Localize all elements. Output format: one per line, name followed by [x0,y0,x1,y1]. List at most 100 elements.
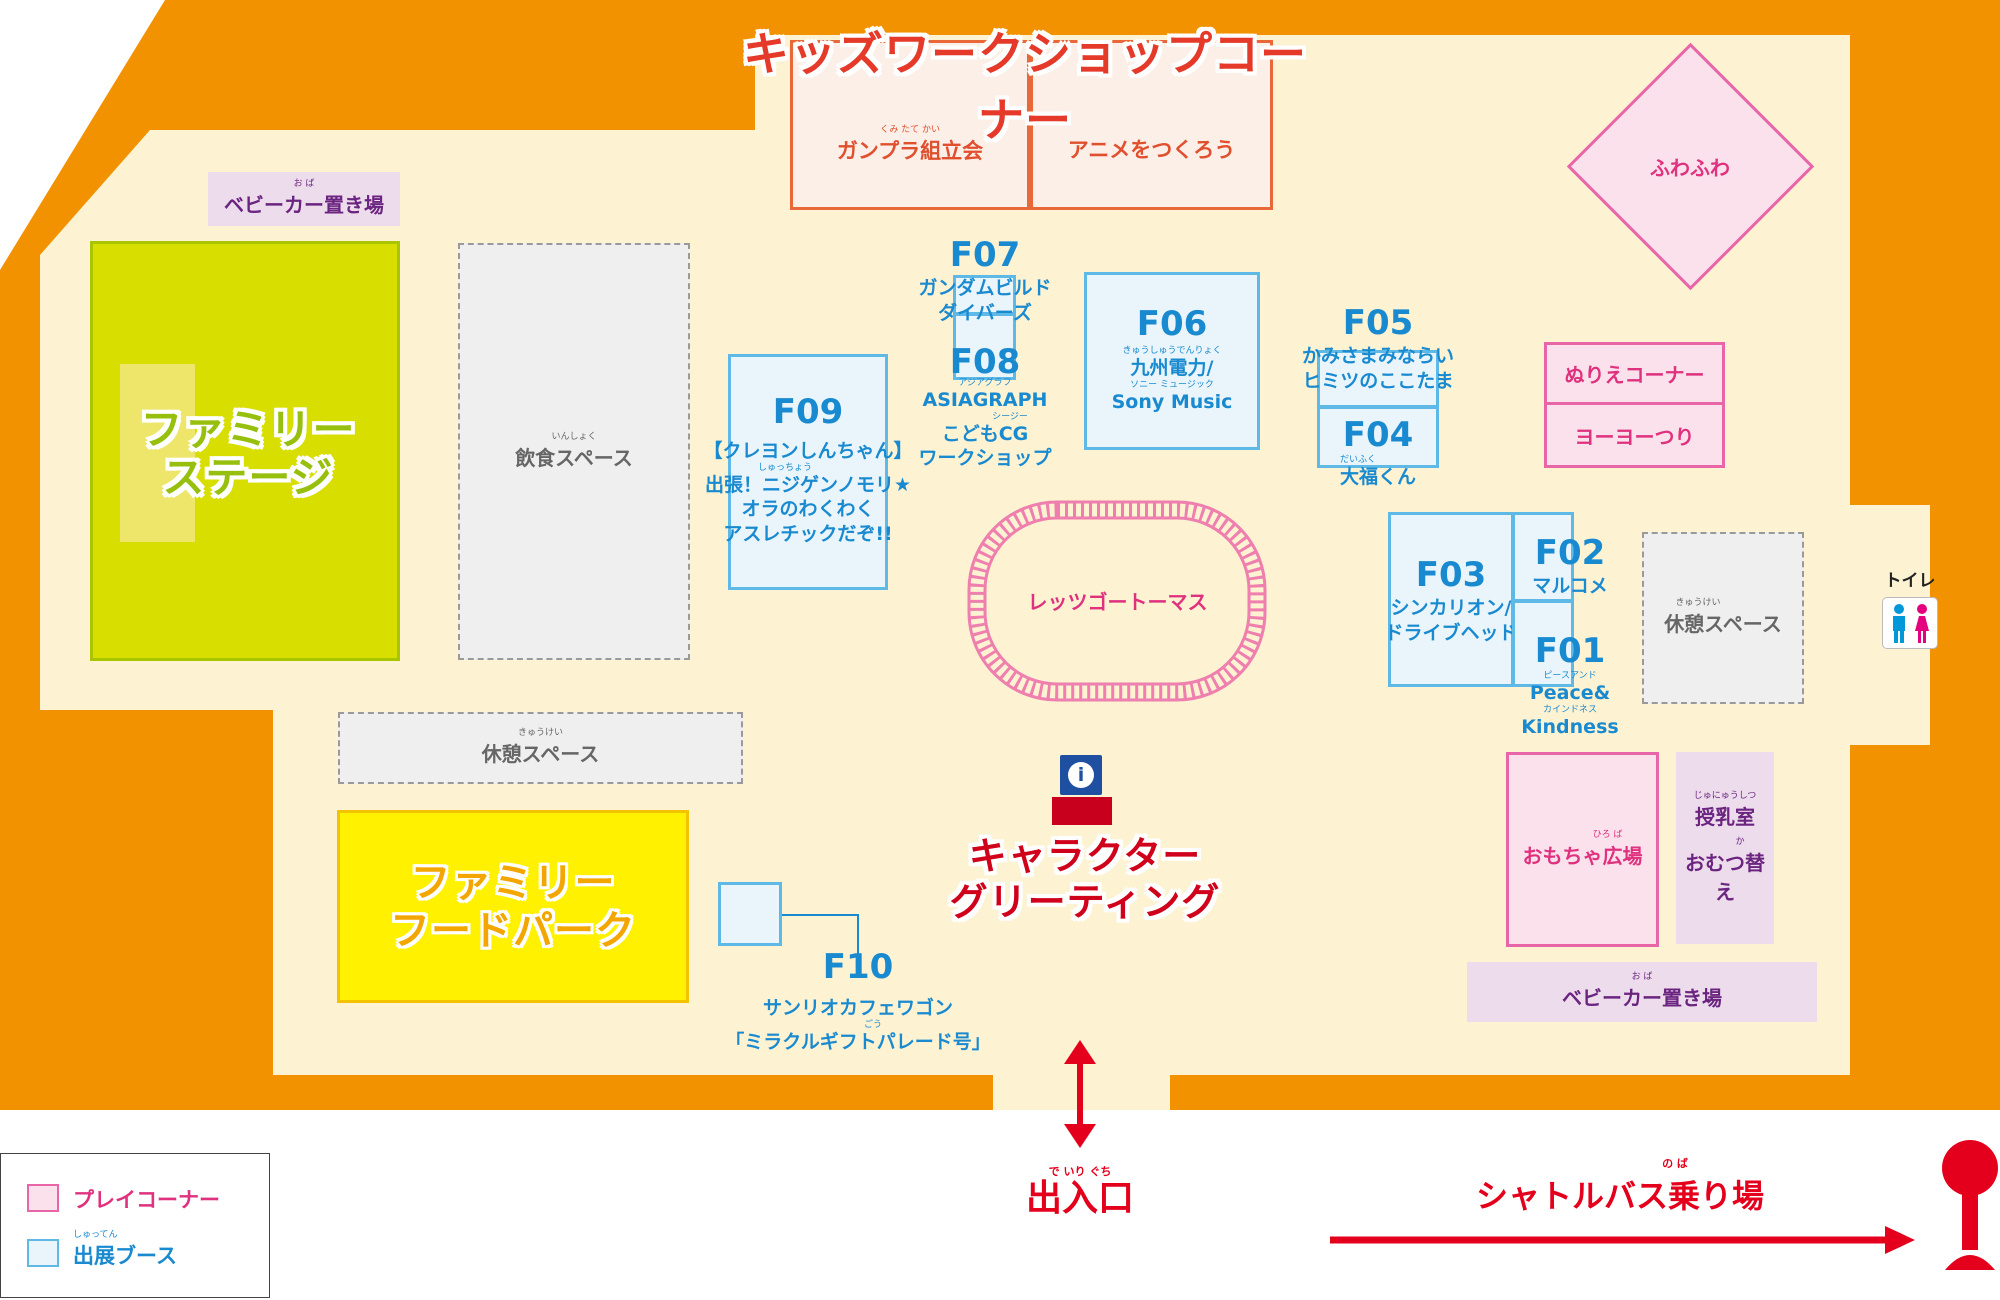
booth-f03-line1: シンカリオン/ [1390,597,1512,619]
booth-f01-text: F01 ピースアンド Peace& カインドネス Kindness [1480,634,1660,739]
booth-f09-ruby: しゅっちょう [758,462,813,473]
booth-f01-line1: Peace& [1529,682,1611,704]
booth-f02-line1: マルコメ [1532,575,1608,597]
booth-f01-line2: Kindness [1521,715,1619,738]
booth-f10-id: F10 [822,947,894,987]
booth-f10-line1: サンリオカフェワゴン [762,997,953,1019]
rest-left-ruby: きゅうけい [517,728,563,738]
info-icon[interactable]: i [1060,755,1102,795]
nurie-corner[interactable]: ぬりえコーナー [1544,342,1725,405]
booth-f05-line2: ヒミツのここたま [1302,369,1454,392]
baby-car-area-bottom[interactable]: お ば ベビーカー置き場 [1467,962,1817,1022]
baby-bottom-ruby: お ば [1631,972,1653,982]
omocha-label: おもちゃ広場 [1522,843,1643,868]
booth-f05-text: F05 かみさまみならい ヒミツのここたま [1268,306,1488,393]
booth-f08-line3: ワークショップ [918,447,1052,470]
rest-space-left[interactable]: きゅうけい 休憩スペース [338,712,743,784]
shuttle-text: シャトルバス乗り場 [1475,1177,1764,1215]
workshop-gunpla-ruby: くみ たて かい [879,124,941,135]
booth-f01[interactable] [1512,600,1574,687]
booth-f10-text: F10 サンリオカフェワゴン ごう 「ミラクルギフトパレード号」 [700,950,1016,1054]
train-track-outer [968,501,1266,701]
rest-right-ruby: きゅうけい [1675,598,1721,608]
entrance-text: 出入口 [1025,1178,1134,1219]
booth-f04-ruby: だいふく [1339,455,1376,465]
family-stage-line1: ファミリー [140,404,356,454]
omocha-ruby: ひろ ば [1592,829,1623,840]
booth-f08[interactable] [953,313,1016,380]
dining-label: 飲食スペース [515,445,633,470]
booth-f06[interactable]: F06 きゅうしゅうでんりょく 九州電力/ ソニー ミュージック Sony Mu… [1084,272,1260,450]
booth-f09-line3: オラのわくわく [741,498,875,521]
booth-f03-text: F03 シンカリオン/ ドライブヘッド [1370,558,1532,645]
legend-booth-ruby: しゅってん [73,1230,118,1240]
booth-f08-line2: こどもCG [941,422,1029,445]
booth-f09[interactable] [728,354,888,590]
booth-f09-line2: 出張！ニジゲンノモリ★ [704,473,912,496]
workshop-anime-box[interactable]: アニメをつくろう [1030,40,1273,210]
booth-f01-ruby2: カインドネス [1542,704,1597,715]
nursing-room[interactable]: じゅにゅうしつ 授乳室 か おむつ替え [1676,752,1774,944]
male-icon [1892,604,1905,643]
diaper-ruby: か [1735,836,1745,847]
booth-f08-line1: ASIAGRAPH [922,389,1048,411]
booth-f08-id: F08 [949,342,1021,382]
kids-workshop-title: キッズワークショップコーナー [743,27,1307,147]
greeting-line2: グリーティング [949,880,1221,924]
character-greeting[interactable]: キャラクター グリーティング [920,830,1250,930]
greeting-line1: キャラクター [968,834,1202,879]
booth-f10[interactable] [718,882,782,946]
food-park-line2: フードパーク [390,907,636,954]
booth-f07-line2: ダイバーズ [938,301,1032,324]
dining-ruby: いんしょく [551,431,597,442]
workshop-anime-label: アニメをつくろう [1067,138,1236,162]
booth-f08-ruby1: アジアグラフ [958,378,1012,388]
shuttle-label[interactable]: の ば シャトルバス乗り場 [1430,1155,1810,1217]
booth-f04[interactable] [1317,406,1439,468]
booth-f06-id: F06 [1136,304,1208,345]
booth-f02[interactable] [1512,512,1574,602]
rest-space-right[interactable]: きゅうけい 休憩スペース [1642,532,1804,704]
stage-platform [120,364,195,542]
family-stage[interactable]: ファミリー ステージ [90,241,400,661]
workshop-gunpla-box[interactable]: くみ たて かい ガンプラ組立会 [790,40,1030,210]
booth-f01-id: F01 [1534,631,1606,671]
toilet-label: トイレ [1884,571,1936,591]
omocha-plaza[interactable]: ひろ ば おもちゃ広場 [1506,752,1659,947]
fuwafuwa-label: ふわふわ [1650,155,1730,180]
booth-f04-line1: 大福くん [1339,466,1416,488]
baby-top-ruby: お ば [293,179,315,189]
food-park-line1: ファミリー [410,859,616,906]
info-glyph: i [1068,762,1094,788]
baby-car-area-top[interactable]: お ば ベビーカー置き場 [208,172,400,226]
thomas-label[interactable]: レッツゴートーマス [1027,589,1208,614]
toilet[interactable]: トイレ [1880,560,1940,655]
booth-f02-text: F02 マルコメ [1490,536,1650,599]
yoyo-corner[interactable]: ヨーヨーつり [1544,405,1725,468]
bus-stop-pin-icon [1942,1140,1998,1270]
booth-f02-id: F02 [1534,533,1606,573]
f10-leader-line [750,914,859,955]
rest-right-label: 休憩スペース [1664,612,1782,636]
booth-f08-ruby2: シージー [992,411,1028,422]
booth-f09-line1: 【クレヨンしんちゃん】 [703,440,913,462]
legend-booth-label: 出展ブース [73,1244,177,1268]
booth-f07-line1: ガンダムビルド [918,277,1052,299]
entrance-label[interactable]: で いり ぐち 出入口 [1000,1163,1160,1219]
yoyo-label: ヨーヨーつり [1574,424,1695,449]
legend-booth-swatch [27,1239,59,1267]
booth-f03-line2: ドライブヘッド [1384,621,1518,644]
workshop-gunpla-label: ガンプラ組立会 [836,138,984,163]
entrance-arrow-icon [1064,1040,1096,1148]
baby-top-label: ベビーカー置き場 [224,193,384,217]
rest-left-label: 休憩スペース [481,742,600,766]
booth-f10-ruby: ごう [863,1019,882,1030]
booth-f09-line4: アスレチックだぞ!! [723,523,893,546]
dining-space[interactable]: いんしょく 飲食スペース [458,243,690,660]
booth-f06-ruby1: きゅうしゅうでんりょく [1122,346,1222,357]
shuttle-ruby: の ば [1662,1157,1688,1170]
family-food-park[interactable]: ファミリー フードパーク [337,810,689,1003]
booth-f05-id: F05 [1342,303,1414,343]
booth-f06-line2: Sony Music [1111,391,1233,413]
booth-f06-ruby2: ソニー ミュージック [1130,380,1214,390]
